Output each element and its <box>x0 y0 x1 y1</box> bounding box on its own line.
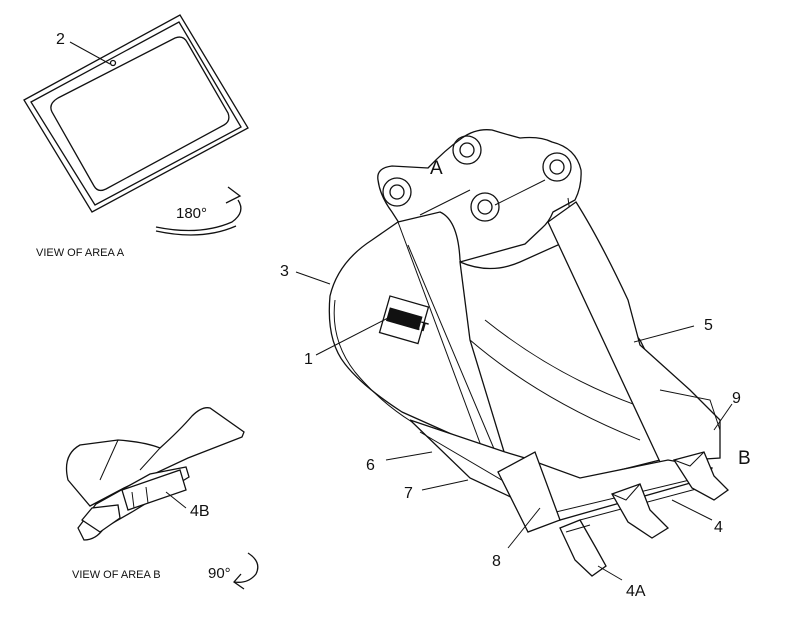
callout-4b: 4B <box>190 503 210 520</box>
rotation-arrow-180-icon <box>155 186 242 236</box>
rotation-arrow-90-icon <box>233 552 259 590</box>
callout-7: 7 <box>404 485 413 502</box>
area-a-view <box>23 14 249 213</box>
area-b-rotation: 90° <box>208 565 231 582</box>
callout-3: 3 <box>280 263 289 280</box>
callout-9: 9 <box>732 390 741 407</box>
plate-hole <box>109 59 117 67</box>
callout-5: 5 <box>704 317 713 334</box>
area-marker-b: B <box>738 448 751 469</box>
tooth-4a <box>559 519 607 577</box>
cat-logo <box>378 295 430 345</box>
leader-lines <box>69 41 733 581</box>
callout-6: 6 <box>366 457 375 474</box>
bucket <box>328 129 730 577</box>
callout-2: 2 <box>56 31 65 48</box>
area-b-view <box>65 407 245 541</box>
area-a-rotation: 180° <box>176 205 207 222</box>
area-marker-a: A <box>430 158 443 179</box>
callout-4a: 4A <box>626 583 646 600</box>
callout-1: 1 <box>304 351 313 368</box>
cat-logo-text: CAT <box>401 313 430 335</box>
callout-8: 8 <box>492 553 501 570</box>
area-a-caption: VIEW OF AREA A <box>36 247 125 259</box>
area-b-caption: VIEW OF AREA B <box>72 569 161 581</box>
callout-4: 4 <box>714 519 723 536</box>
